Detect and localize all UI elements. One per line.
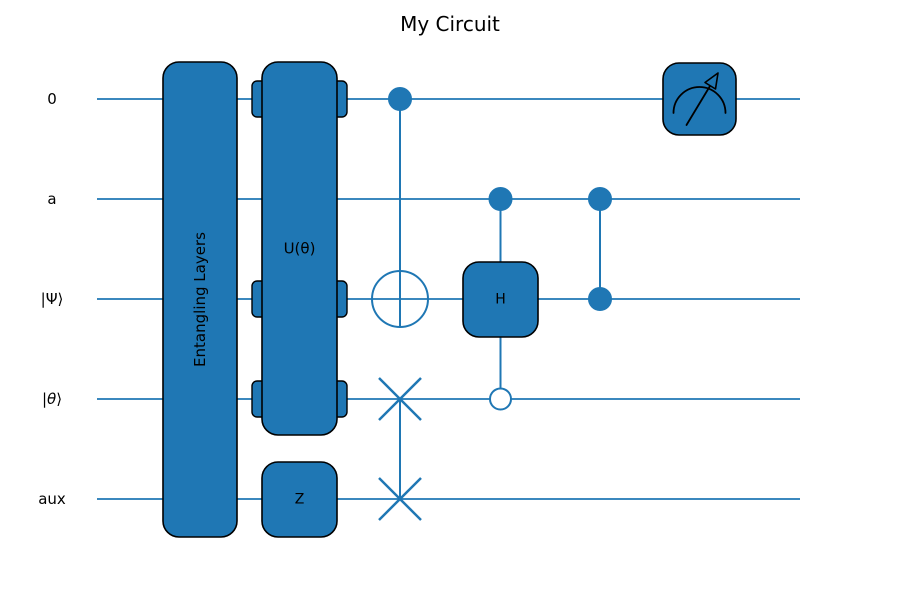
z-gate-box <box>261 461 338 538</box>
z-gate-label: Z <box>295 492 305 508</box>
cnot-gate <box>371 87 429 328</box>
measurement-gate <box>662 62 737 136</box>
cz-gate-control-dot-1 <box>588 287 612 311</box>
circuit-title: My Circuit <box>400 12 500 36</box>
u-theta-gate-label: U(θ) <box>284 240 316 258</box>
cz-gate-control-dot-0 <box>588 187 612 211</box>
hadamard-gate: H <box>462 187 539 411</box>
measurement-gate-arrowhead-icon <box>704 72 719 90</box>
hadamard-gate-control-dot-0 <box>488 187 513 211</box>
hadamard-gate-label: H <box>495 292 506 308</box>
gate-layer: Entangling Layers U(θ) Z H <box>162 61 737 538</box>
measurement-gate-box <box>662 62 737 136</box>
swap-gate <box>378 377 422 521</box>
hadamard-gate-box <box>462 261 539 338</box>
wire-label-1: a <box>47 190 56 208</box>
z-gate: Z <box>261 461 338 538</box>
entangling-layers-gate-label: Entangling Layers <box>191 232 209 367</box>
cz-gate <box>588 187 612 311</box>
swap-gate-cross-icon-0 <box>378 377 422 421</box>
cnot-gate-control-dot <box>388 87 412 111</box>
cnot-gate-target-icon <box>371 270 429 328</box>
u-theta-gate: U(θ) <box>251 61 348 436</box>
hadamard-gate-open-control-1 <box>489 387 512 411</box>
measurement-gate-needle-icon <box>685 85 711 126</box>
entangling-layers-gate-box <box>162 61 238 538</box>
wire-label-3: |θ⟩ <box>42 390 62 408</box>
wire-layer: 0 a |Ψ⟩ |θ⟩ aux <box>38 90 800 508</box>
wire-label-0: 0 <box>47 90 57 108</box>
u-theta-gate-box <box>261 61 338 436</box>
wire-label-2: |Ψ⟩ <box>41 290 64 308</box>
entangling-layers-gate: Entangling Layers <box>162 61 238 538</box>
measurement-gate-dial-arc-icon <box>672 86 727 114</box>
wire-label-4: aux <box>38 490 66 508</box>
swap-gate-cross-icon-1 <box>378 477 422 521</box>
